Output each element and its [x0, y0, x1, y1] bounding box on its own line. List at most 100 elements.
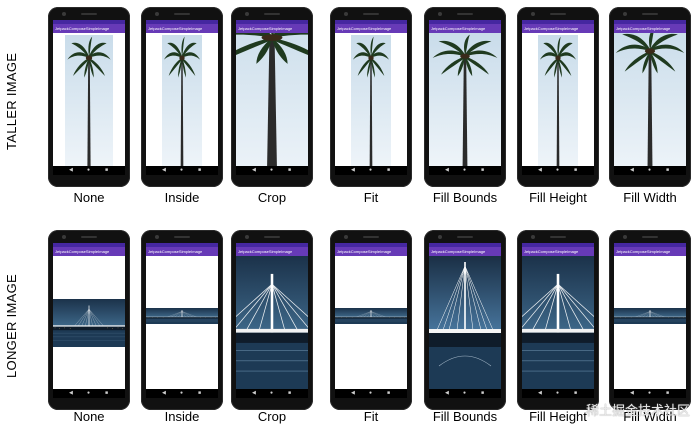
front-camera: [531, 235, 535, 239]
recents-icon: ■: [198, 390, 202, 396]
app-bar-title: JetpackComposeSimpleImage: [522, 247, 594, 256]
image-container: [146, 33, 218, 166]
navigation-bar: ◀●■: [614, 389, 686, 398]
status-bar: [53, 20, 125, 24]
front-camera: [62, 12, 66, 16]
app-bar-title: JetpackComposeSimpleImage: [335, 247, 407, 256]
earpiece-speaker: [81, 13, 97, 15]
status-bar: [614, 243, 686, 247]
caption-longer-fill-width: Fill Width: [623, 409, 677, 424]
earpiece-speaker: [81, 236, 97, 238]
earpiece-speaker: [457, 13, 473, 15]
app-bar-title: JetpackComposeSimpleImage: [53, 247, 125, 256]
recents-icon: ■: [288, 390, 292, 396]
earpiece-speaker: [457, 236, 473, 238]
bridge-night-image-icon: [53, 299, 125, 347]
app-bar-title: JetpackComposeSimpleImage: [429, 24, 501, 33]
navigation-bar: ◀●■: [146, 166, 218, 175]
navigation-bar: ◀●■: [53, 389, 125, 398]
phone-taller-crop: JetpackComposeSimpleImage ◀●■: [231, 7, 313, 187]
image-container: [236, 33, 308, 166]
image-container: [335, 256, 407, 389]
phone-screen: JetpackComposeSimpleImage ◀●■: [236, 20, 308, 175]
phone-longer-fill-width: JetpackComposeSimpleImage◀●■: [609, 230, 691, 410]
image-container: [429, 33, 501, 166]
navigation-bar: ◀●■: [429, 389, 501, 398]
phone-longer-fill-height: JetpackComposeSimpleImage◀●■: [517, 230, 599, 410]
navigation-bar: ◀●■: [53, 166, 125, 175]
back-icon: ◀: [351, 167, 355, 173]
caption-longer-none: None: [73, 409, 105, 424]
app-bar-title: JetpackComposeSimpleImage: [236, 24, 308, 33]
phone-screen: JetpackComposeSimpleImage ◀●■: [53, 20, 125, 175]
phone-longer-inside: JetpackComposeSimpleImage◀●■: [141, 230, 223, 410]
front-camera: [438, 12, 442, 16]
image-container: [146, 256, 218, 389]
phone-screen: JetpackComposeSimpleImage◀●■: [146, 20, 218, 175]
palm-tree-image-icon: [162, 35, 202, 166]
status-bar: [429, 243, 501, 247]
phone-taller-fill-width: JetpackComposeSimpleImage◀●■: [609, 7, 691, 187]
image-container: [236, 256, 308, 389]
app-bar-title: JetpackComposeSimpleImage: [53, 24, 125, 33]
front-camera: [245, 235, 249, 239]
back-icon: ◀: [69, 390, 73, 396]
navigation-bar: ◀●■: [335, 389, 407, 398]
caption-longer-inside: Inside: [164, 409, 200, 424]
home-icon: ●: [270, 390, 274, 396]
home-icon: ●: [648, 167, 652, 173]
phone-longer-crop: JetpackComposeSimpleImage◀●■: [231, 230, 313, 410]
navigation-bar: ◀ ● ■: [236, 389, 308, 398]
home-icon: ●: [648, 390, 652, 396]
status-bar: [236, 243, 308, 247]
bridge-night-image-icon: [614, 308, 686, 324]
earpiece-speaker: [550, 13, 566, 15]
phone-taller-fill-height: JetpackComposeSimpleImage◀●■: [517, 7, 599, 187]
navigation-bar: ◀●■: [335, 166, 407, 175]
front-camera: [623, 12, 627, 16]
status-bar: [146, 243, 218, 247]
earpiece-speaker: [363, 236, 379, 238]
navigation-bar: ◀●■: [146, 389, 218, 398]
bridge-night-image-icon: [522, 256, 594, 389]
phone-screen: JetpackComposeSimpleImage◀●■: [429, 243, 501, 398]
front-camera: [155, 12, 159, 16]
recents-icon: ■: [387, 167, 391, 173]
phone-screen: JetpackComposeSimpleImage◀●■: [146, 243, 218, 398]
earpiece-speaker: [264, 13, 280, 15]
palm-tree-image-icon: [65, 35, 113, 166]
palm-tree-image-icon: [429, 33, 501, 166]
status-bar: [429, 20, 501, 24]
home-icon: ●: [87, 390, 91, 396]
image-container: [614, 33, 686, 166]
phone-screen: JetpackComposeSimpleImage◀●■: [429, 20, 501, 175]
earpiece-speaker: [550, 236, 566, 238]
home-icon: ●: [556, 390, 560, 396]
image-container: [522, 33, 594, 166]
back-icon: ◀: [630, 167, 634, 173]
front-camera: [438, 235, 442, 239]
phone-taller-fill-bounds: JetpackComposeSimpleImage◀●■: [424, 7, 506, 187]
back-icon: ◀: [162, 167, 166, 173]
home-icon: ●: [369, 390, 373, 396]
status-bar: [522, 243, 594, 247]
front-camera: [344, 235, 348, 239]
palm-tree-image-icon: [614, 33, 686, 166]
caption-taller-fit: Fit: [363, 190, 379, 205]
phone-taller-fit: JetpackComposeSimpleImage ◀●■: [330, 7, 412, 187]
phone-screen: JetpackComposeSimpleImage◀●■: [614, 20, 686, 175]
phone-screen: JetpackComposeSimpleImage◀●■: [522, 20, 594, 175]
phone-taller-none: JetpackComposeSimpleImage ◀●■: [48, 7, 130, 187]
row-label-longer: LONGER IMAGE: [4, 273, 19, 378]
recents-icon: ■: [666, 390, 670, 396]
earpiece-speaker: [363, 13, 379, 15]
navigation-bar: ◀●■: [236, 166, 308, 175]
status-bar: [335, 20, 407, 24]
phone-longer-fit: JetpackComposeSimpleImage ◀●■: [330, 230, 412, 410]
back-icon: ◀: [252, 390, 256, 396]
recents-icon: ■: [105, 167, 109, 173]
image-container: [614, 256, 686, 389]
back-icon: ◀: [445, 390, 449, 396]
back-icon: ◀: [538, 390, 542, 396]
app-bar-title: JetpackComposeSimpleImage: [335, 24, 407, 33]
